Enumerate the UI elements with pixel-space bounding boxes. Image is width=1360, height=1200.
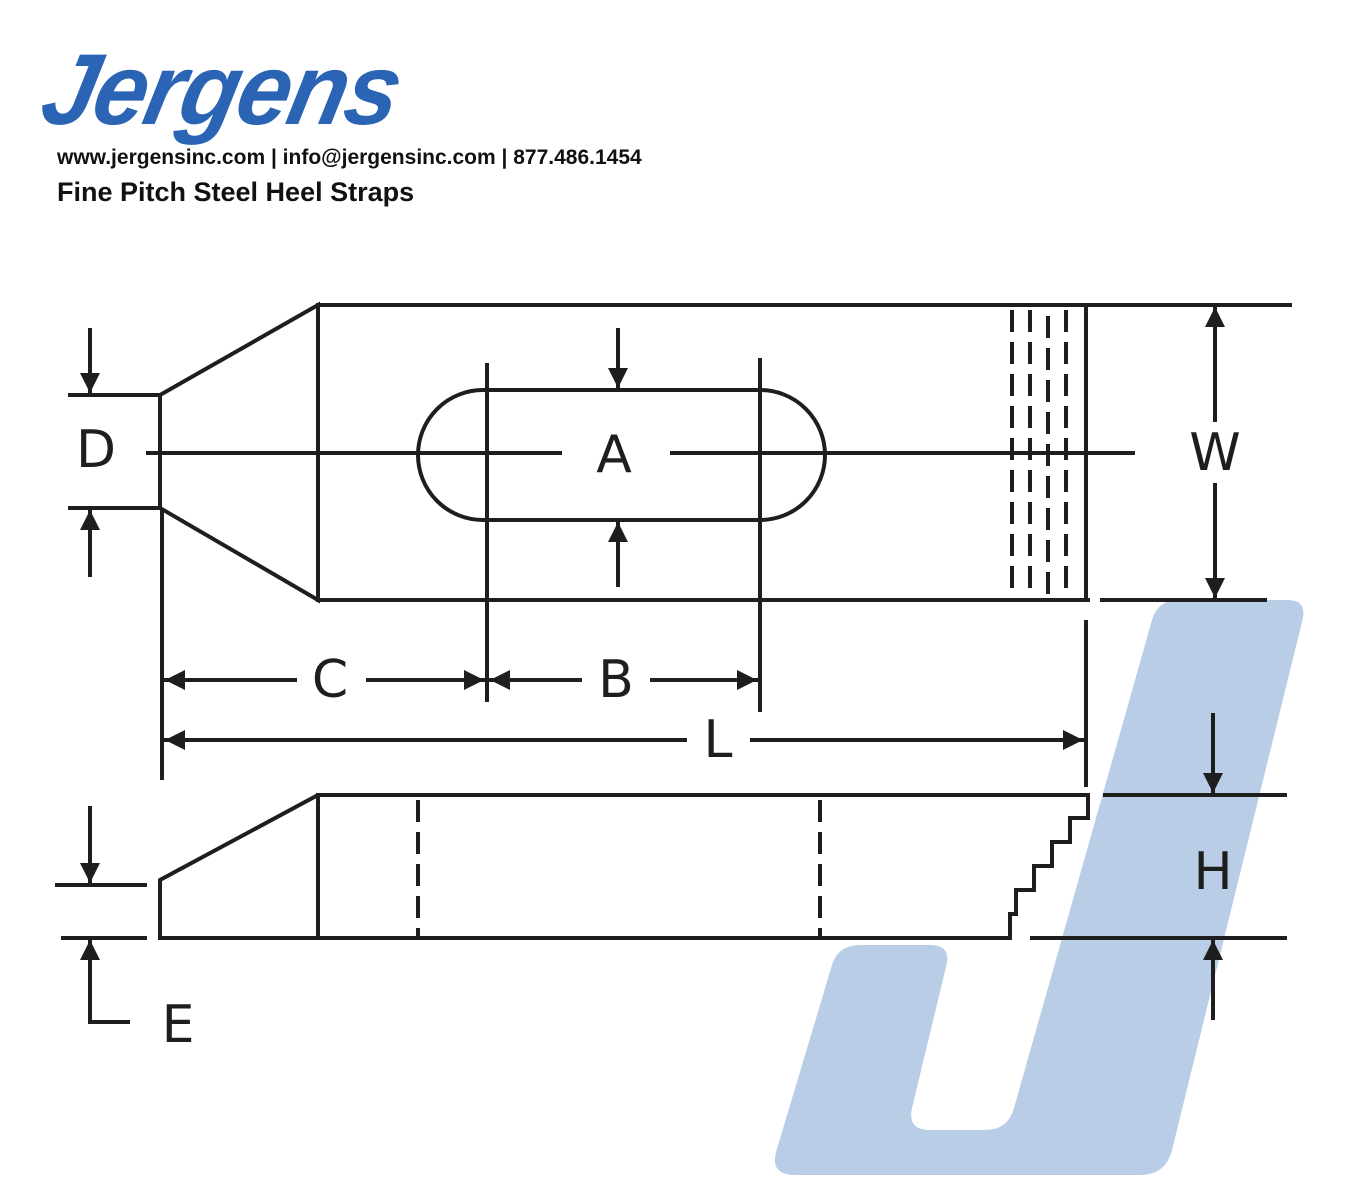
dim-label-h: H <box>1193 842 1232 902</box>
dim-label-l: L <box>704 710 733 770</box>
dim-label-a: A <box>596 425 632 485</box>
side-view: H E <box>55 713 1287 1055</box>
dim-label-b: B <box>598 650 634 710</box>
dim-label-d: D <box>76 420 116 480</box>
dim-label-w: W <box>1189 423 1240 483</box>
page-title: Fine Pitch Steel Heel Straps <box>57 177 415 207</box>
dim-label-e: E <box>162 995 195 1055</box>
dim-label-c: C <box>312 650 348 710</box>
top-view: A D W C B L <box>68 301 1292 787</box>
jergens-j-watermark <box>774 600 1304 1175</box>
slot <box>416 388 827 522</box>
contact-line: www.jergensinc.com | info@jergensinc.com… <box>57 146 642 169</box>
